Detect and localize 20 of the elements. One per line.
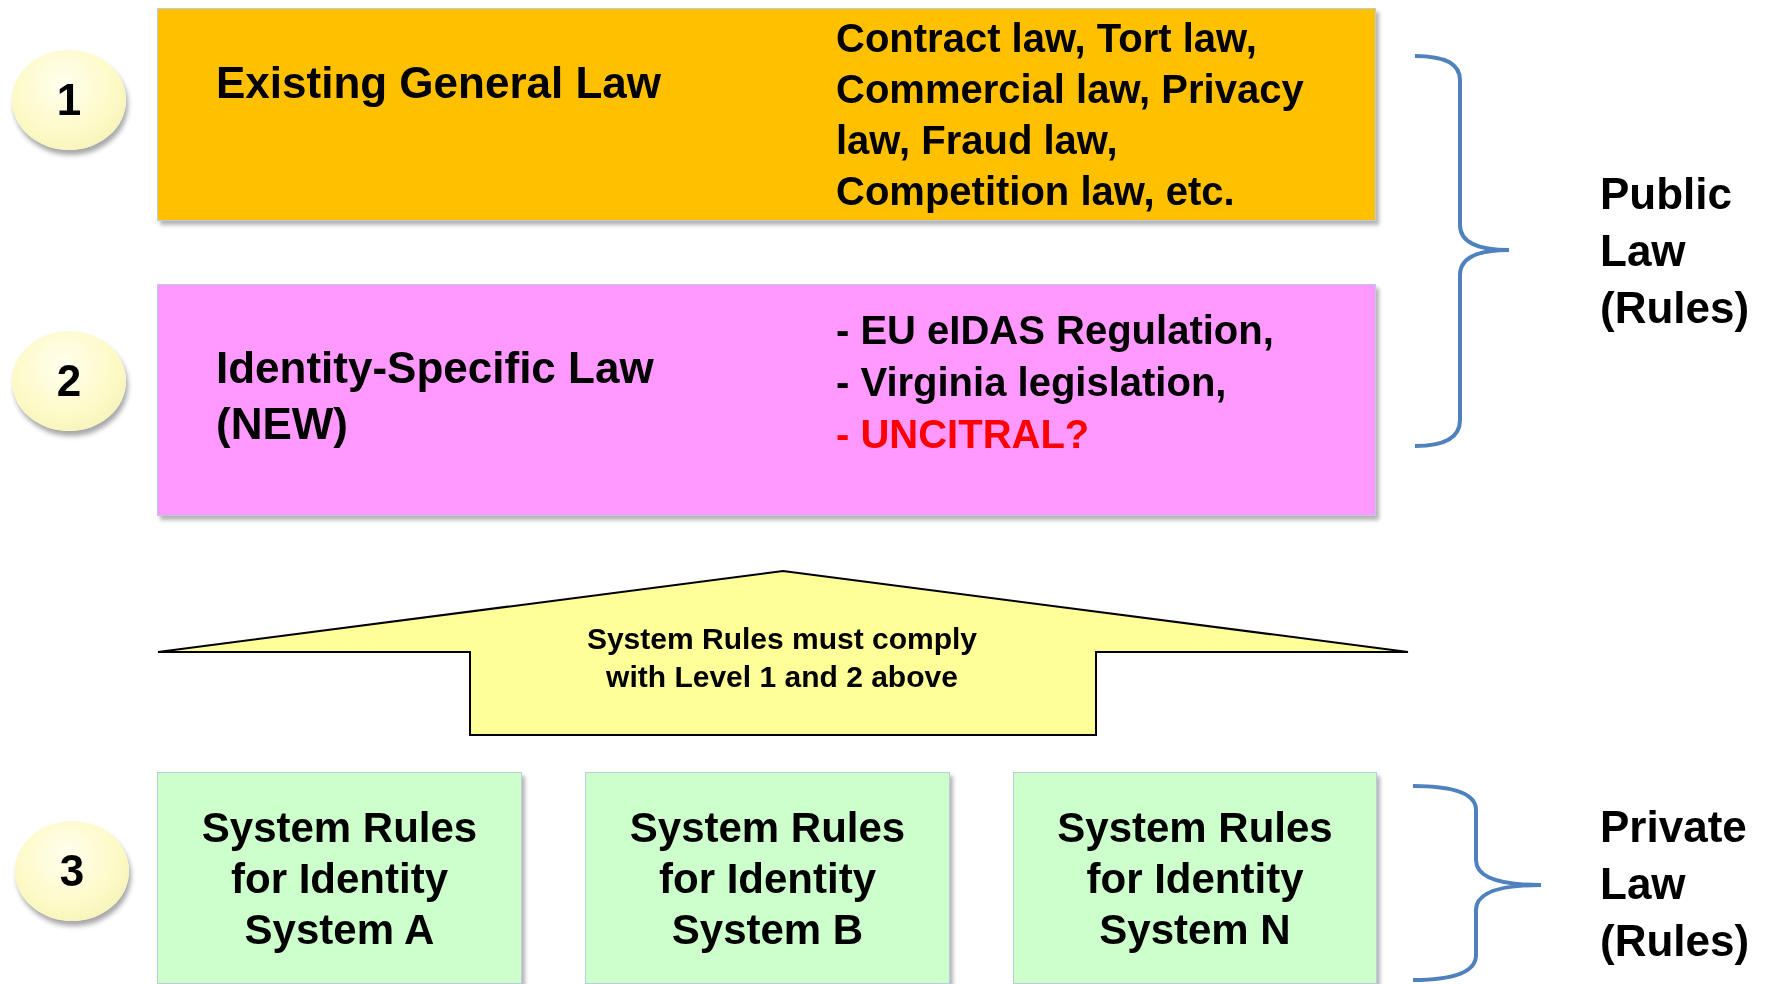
arrow-text: System Rules must comply with Level 1 and 2 above xyxy=(585,621,979,695)
level-number-circle: 1 xyxy=(12,50,126,150)
law-list-text: Contract law, Tort law, Commercial law, Privacy law, Fraud law, Competition law, etc. xyxy=(836,15,1305,215)
system-rules-text: System Rules for Identity System B xyxy=(628,802,907,955)
system-rules-box xyxy=(585,772,950,984)
system-rules-text: System Rules for Identity System A xyxy=(200,802,479,955)
layer-heading: Existing General Law xyxy=(216,57,663,109)
level-number-circle: 3 xyxy=(15,821,129,921)
system-rules-text: System Rules for Identity System N xyxy=(1056,802,1334,955)
law-list-item: - EU eIDAS Regulation, xyxy=(836,307,1274,354)
law-layer-box xyxy=(157,8,1376,221)
law-list-item: - UNCITRAL? xyxy=(836,411,1090,458)
level-number-circle: 2 xyxy=(12,331,126,431)
bracket-label: Private Law (Rules) xyxy=(1600,801,1751,967)
layer-heading: Identity-Specific Law (NEW) xyxy=(216,342,655,450)
law-layer-box xyxy=(157,284,1376,516)
system-rules-box xyxy=(157,772,522,984)
bracket-label: Public Law (Rules) xyxy=(1600,168,1751,334)
law-list-item: - Virginia legislation, xyxy=(836,359,1227,406)
system-rules-box xyxy=(1013,772,1377,984)
